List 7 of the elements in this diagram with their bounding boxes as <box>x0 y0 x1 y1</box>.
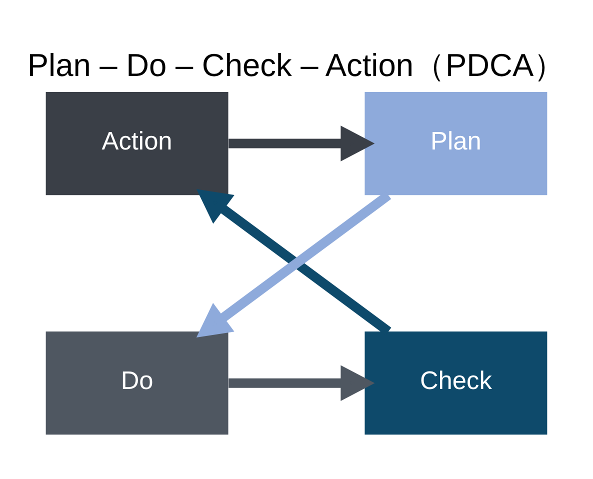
node-box: Action <box>46 92 228 196</box>
arrow <box>228 365 375 401</box>
node-box: Check <box>364 332 548 435</box>
arrow <box>228 126 375 162</box>
node-box: Do <box>46 332 228 435</box>
node-box: Plan <box>364 92 548 196</box>
diagram-title: Plan – Do – Check – Action（PDCA） <box>27 47 566 84</box>
